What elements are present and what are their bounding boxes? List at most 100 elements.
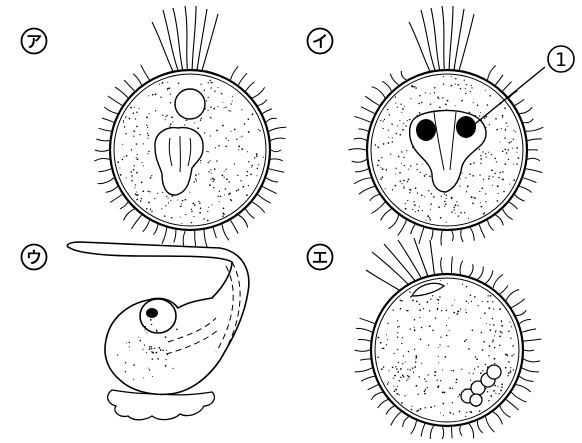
cilium [460, 426, 462, 436]
stipple-dot [407, 310, 408, 311]
stipple-dot [199, 202, 200, 203]
stipple-dot [181, 223, 182, 224]
cilium [360, 359, 371, 360]
stipple-dot [140, 201, 141, 202]
cilium [258, 100, 267, 106]
stipple-dot [399, 180, 401, 182]
cilium [398, 220, 407, 235]
stipple-dot [479, 191, 480, 192]
stipple-dot [479, 115, 481, 117]
stipple-dot [420, 408, 422, 410]
panel-i: イ 1 [308, 6, 575, 245]
stipple-dot [148, 202, 150, 204]
stipple-dot [422, 210, 423, 211]
stipple-dot [210, 169, 211, 170]
stipple-dot [438, 299, 440, 301]
stipple-dot [472, 203, 474, 205]
stipple-dot [382, 168, 384, 170]
stipple-dot [461, 369, 462, 370]
stipple-dot [386, 334, 387, 335]
cilium [133, 74, 141, 85]
stipple-dot [208, 97, 209, 98]
stipple-dot [461, 100, 463, 102]
stipple-dot [511, 141, 512, 142]
stipple-dot [386, 344, 387, 345]
cilium [271, 159, 283, 161]
cilium [442, 427, 444, 439]
stipple-dot [493, 390, 494, 391]
stipple-dot [441, 310, 442, 311]
cilium [526, 127, 544, 131]
stipple-dot [161, 208, 162, 209]
stipple-dot [442, 97, 443, 98]
stipple-dot [508, 361, 510, 363]
stipple-dot [421, 195, 423, 197]
cilium [528, 139, 542, 141]
stipple-dot [150, 209, 151, 210]
stipple-dot [493, 308, 494, 309]
stipple-dot [211, 204, 212, 205]
oil-droplet [470, 394, 482, 406]
stipple-dot [507, 375, 508, 376]
cilium [354, 138, 367, 140]
stipple-dot [184, 124, 185, 125]
stipple-dot [452, 402, 453, 403]
stipple-dot [483, 179, 484, 180]
cilium [372, 87, 385, 98]
cilium [488, 66, 496, 80]
stipple-dot [135, 184, 136, 185]
stipple-dot [411, 409, 413, 411]
stipple-dot [497, 386, 498, 387]
cilium [269, 169, 284, 173]
stipple-dot [176, 328, 178, 330]
stipple-dot [402, 108, 404, 110]
stipple-dot [510, 367, 511, 368]
stipple-dot [453, 370, 455, 372]
stipple-dot [126, 177, 127, 178]
stipple-dot [412, 86, 414, 88]
stipple-dot [506, 152, 507, 153]
stipple-dot [428, 345, 429, 346]
stipple-dot [240, 180, 241, 181]
cilium [96, 139, 109, 141]
stipple-dot [204, 89, 206, 91]
stipple-dot [254, 157, 255, 158]
cilium [479, 224, 485, 238]
stipple-dot [214, 168, 216, 170]
stipple-dot [170, 123, 172, 125]
stipple-dot [468, 218, 469, 219]
cilium [486, 417, 495, 433]
stipple-dot [185, 214, 186, 215]
stipple-dot [149, 369, 150, 370]
stipple-dot [410, 369, 411, 370]
stipple-dot [136, 126, 138, 128]
stipple-dot [247, 151, 248, 152]
stipple-dot [380, 178, 382, 180]
stipple-dot [399, 380, 400, 381]
stipple-dot [507, 126, 508, 127]
stipple-dot [136, 199, 138, 201]
stipple-dot [472, 329, 474, 331]
stipple-dot [257, 168, 258, 169]
stipple-dot [485, 153, 486, 154]
stipple-dot [498, 177, 499, 178]
stipple-dot [470, 380, 471, 381]
stipple-dot [494, 347, 496, 349]
stipple-dot [438, 303, 439, 304]
stipple-dot [219, 191, 220, 192]
stipple-dot [428, 190, 429, 191]
stipple-dot [200, 160, 201, 161]
stipple-dot [400, 368, 402, 370]
stipple-dot [203, 218, 205, 220]
stipple-dot [401, 112, 402, 113]
stipple-dot [482, 370, 483, 371]
stipple-dot [180, 217, 181, 218]
cilium [419, 228, 424, 244]
stipple-dot [398, 156, 400, 158]
stipple-dot [246, 194, 248, 196]
stipple-dot [383, 128, 384, 129]
stipple-dot [427, 215, 429, 217]
stipple-dot [125, 116, 127, 118]
stipple-dot [404, 106, 405, 107]
